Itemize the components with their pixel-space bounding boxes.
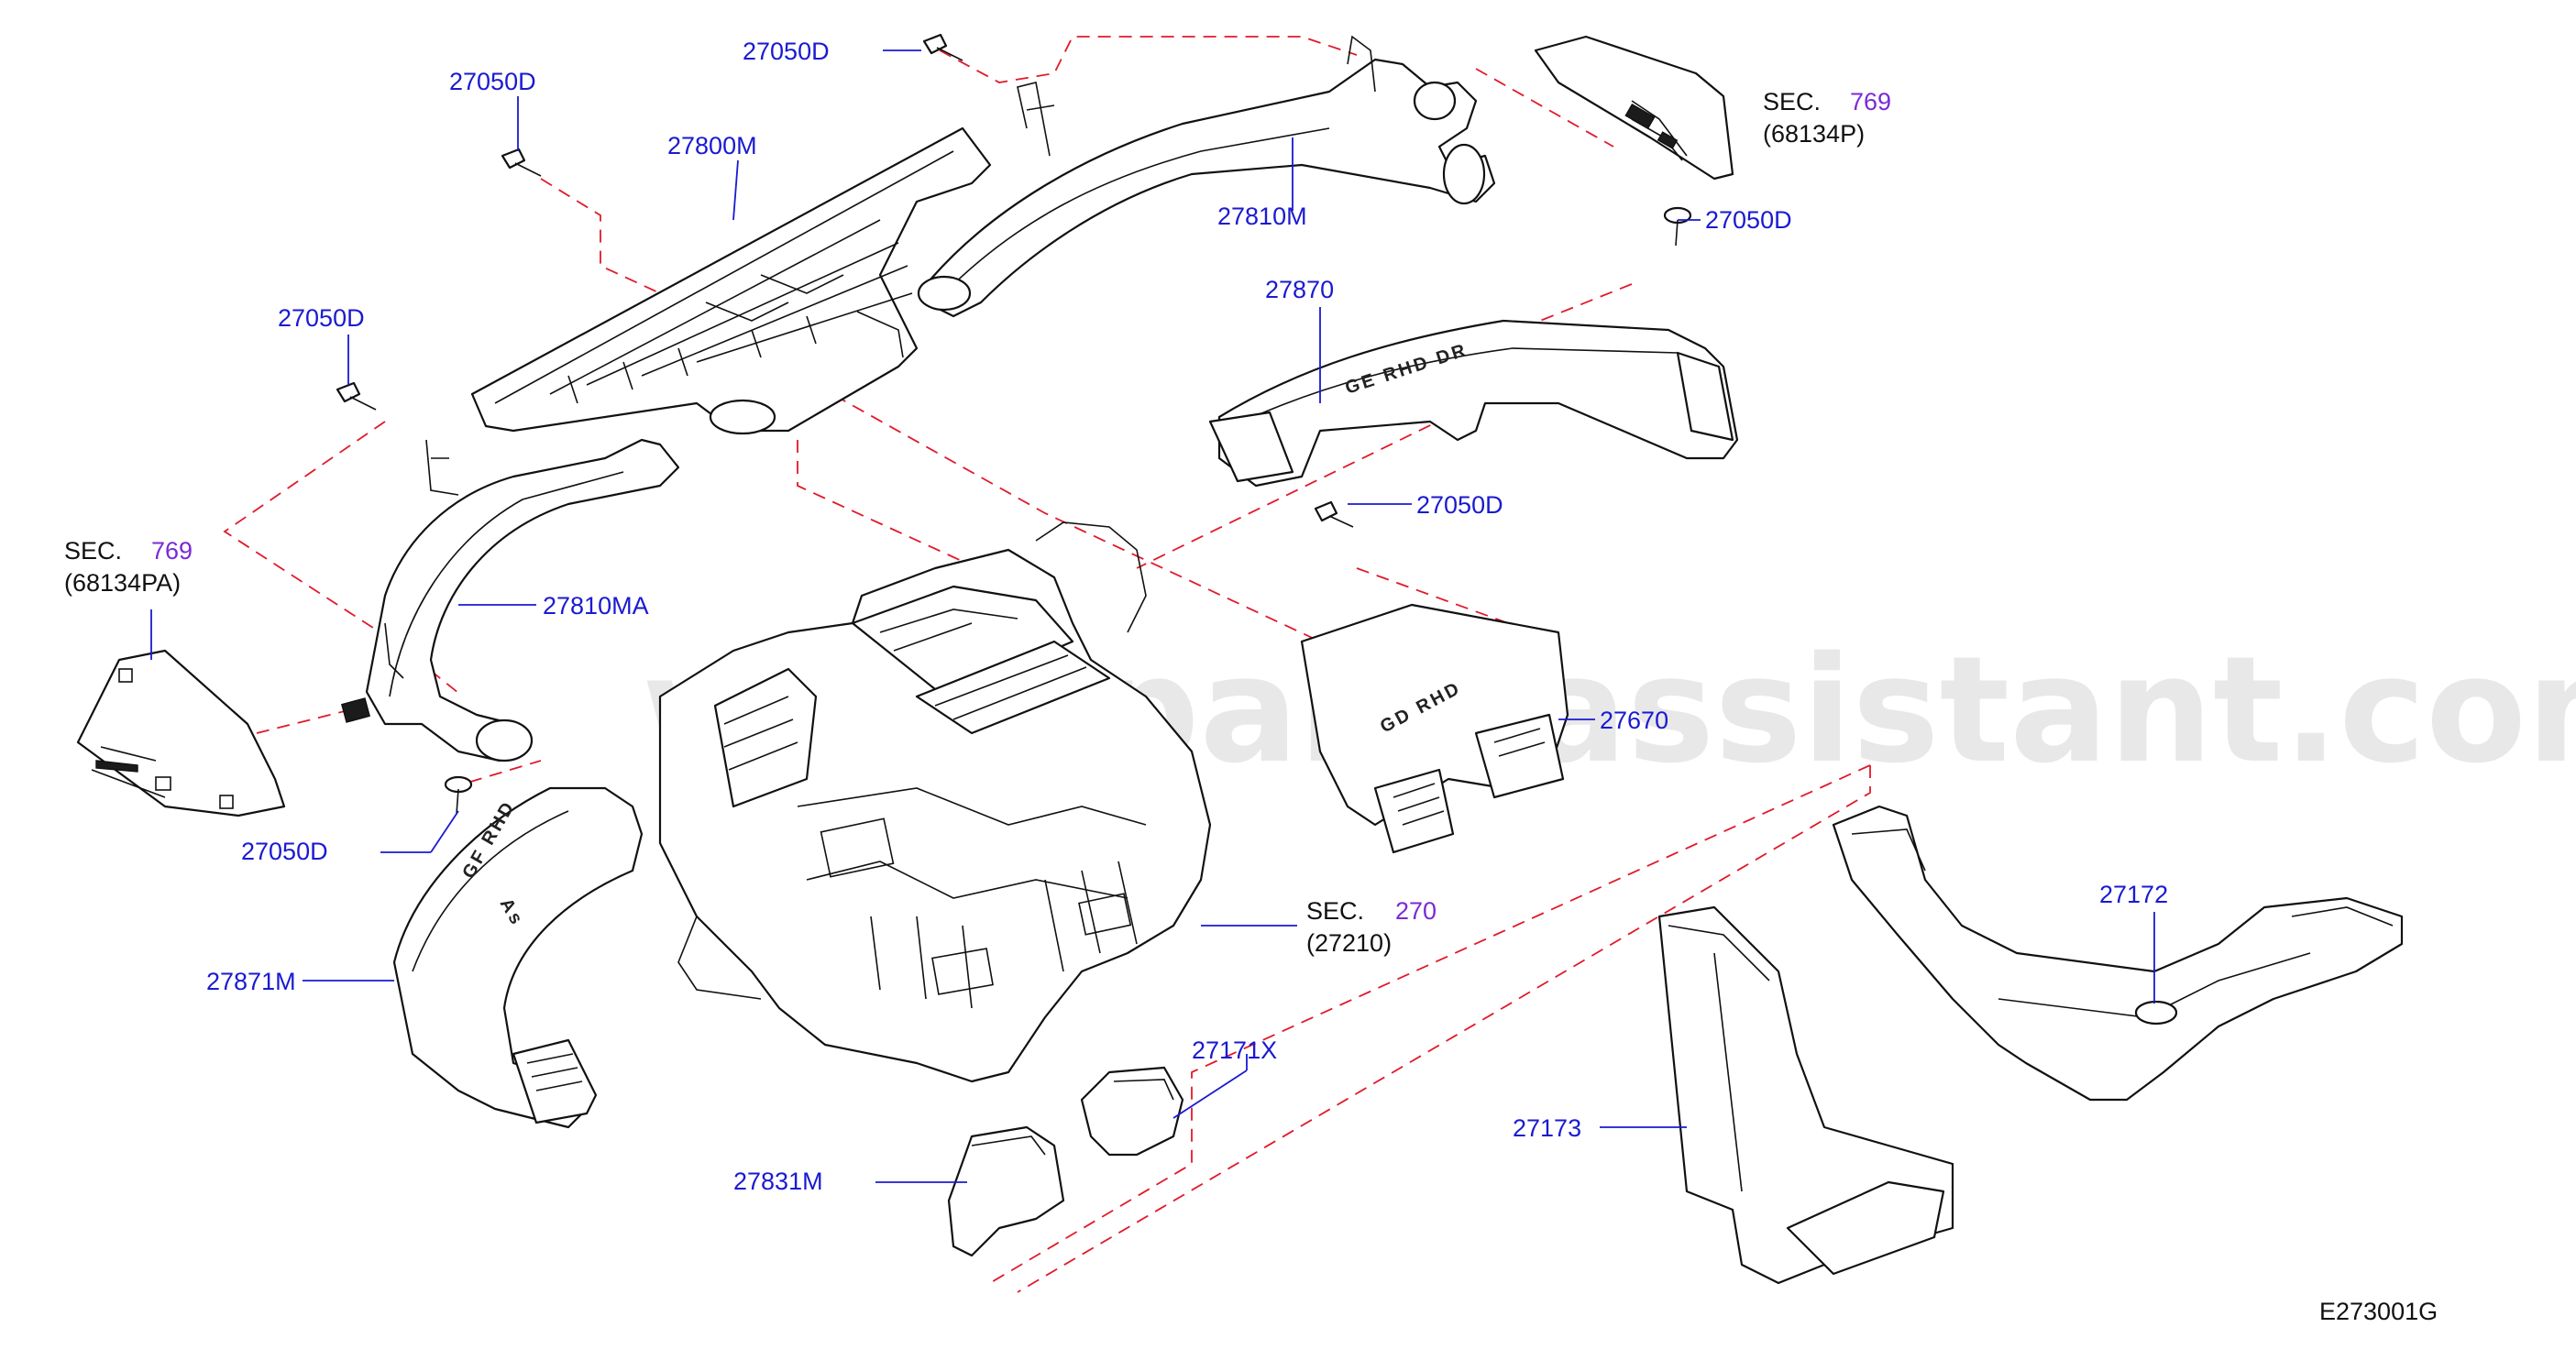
part-27172-floor-duct[interactable] xyxy=(1832,805,2404,1102)
bolt-icon-top-center xyxy=(922,33,963,61)
label-27173[interactable]: 27173 xyxy=(1513,1114,1581,1142)
bolt-icon-right-top xyxy=(1663,206,1692,247)
diagram-code: E273001G xyxy=(2319,1298,2438,1325)
label-27050D-top-center[interactable]: 27050D xyxy=(743,38,830,65)
part-27800M-center-register[interactable] xyxy=(470,126,992,435)
sec-number: 769 xyxy=(1850,88,1891,115)
part-27810MA-left-duct[interactable] xyxy=(340,438,680,762)
part-27670-center-vent[interactable]: GD RHD xyxy=(1300,603,1569,854)
sec-prefix: SEC. xyxy=(1763,88,1821,115)
label-27050D-left[interactable]: 27050D xyxy=(278,304,365,332)
label-27800M[interactable]: 27800M xyxy=(667,132,757,159)
label-27810M[interactable]: 27810M xyxy=(1217,203,1307,230)
part-27870-right-duct[interactable]: GE RHD DR xyxy=(1208,319,1739,488)
callout-labels: 27050D 27050D 27800M 27810M 27050D 27050… xyxy=(206,38,2168,1195)
sec-ref: (68134PA) xyxy=(64,569,181,597)
bolt-icon-bottom-left xyxy=(444,775,473,815)
part-27173-floor-duct[interactable] xyxy=(1657,905,1954,1285)
sec-number: 270 xyxy=(1395,897,1437,925)
label-27831M[interactable]: 27831M xyxy=(733,1168,823,1195)
bolt-icon-top-left xyxy=(501,148,542,177)
label-27670[interactable]: 27670 xyxy=(1600,707,1668,734)
section-ref-270[interactable]: SEC. 270 (27210) xyxy=(1306,897,1437,957)
part-sec769-left-bracket[interactable] xyxy=(76,649,286,817)
sec-ref: (27210) xyxy=(1306,929,1392,957)
label-27050D-right-mid[interactable]: 27050D xyxy=(1416,491,1503,519)
sec-number: 769 xyxy=(151,537,193,565)
sec-prefix: SEC. xyxy=(1306,897,1364,925)
part-sec270-hvac-unit[interactable] xyxy=(658,521,1212,1083)
bolt-icon-right-mid xyxy=(1314,500,1354,528)
label-27810MA[interactable]: 27810MA xyxy=(543,592,649,620)
part-27810M-upper-duct[interactable] xyxy=(917,35,1496,318)
leader-lines xyxy=(150,49,2155,1183)
part-sec769-right-bracket[interactable] xyxy=(1534,35,1734,181)
label-27050D-right-top[interactable]: 27050D xyxy=(1705,206,1792,234)
label-27050D-top-left[interactable]: 27050D xyxy=(449,68,536,95)
section-ref-769-right[interactable]: SEC. 769 (68134P) xyxy=(1763,88,1891,148)
bolt-icon-left xyxy=(336,381,377,411)
label-27050D-bottom-left[interactable]: 27050D xyxy=(241,838,328,865)
label-27871M[interactable]: 27871M xyxy=(206,968,296,995)
part-27171X-connector[interactable] xyxy=(1080,1066,1184,1157)
part-27831M-bottom-duct[interactable] xyxy=(947,1125,1065,1257)
label-27171X[interactable]: 27171X xyxy=(1192,1036,1277,1064)
part-27871M-lower-left-duct[interactable]: GF RHD As xyxy=(392,786,644,1129)
sec-ref: (68134P) xyxy=(1763,120,1865,148)
label-27870[interactable]: 27870 xyxy=(1265,276,1334,303)
label-27172[interactable]: 27172 xyxy=(2099,881,2168,908)
sec-prefix: SEC. xyxy=(64,537,122,565)
section-ref-769-left[interactable]: SEC. 769 (68134PA) xyxy=(64,537,193,597)
